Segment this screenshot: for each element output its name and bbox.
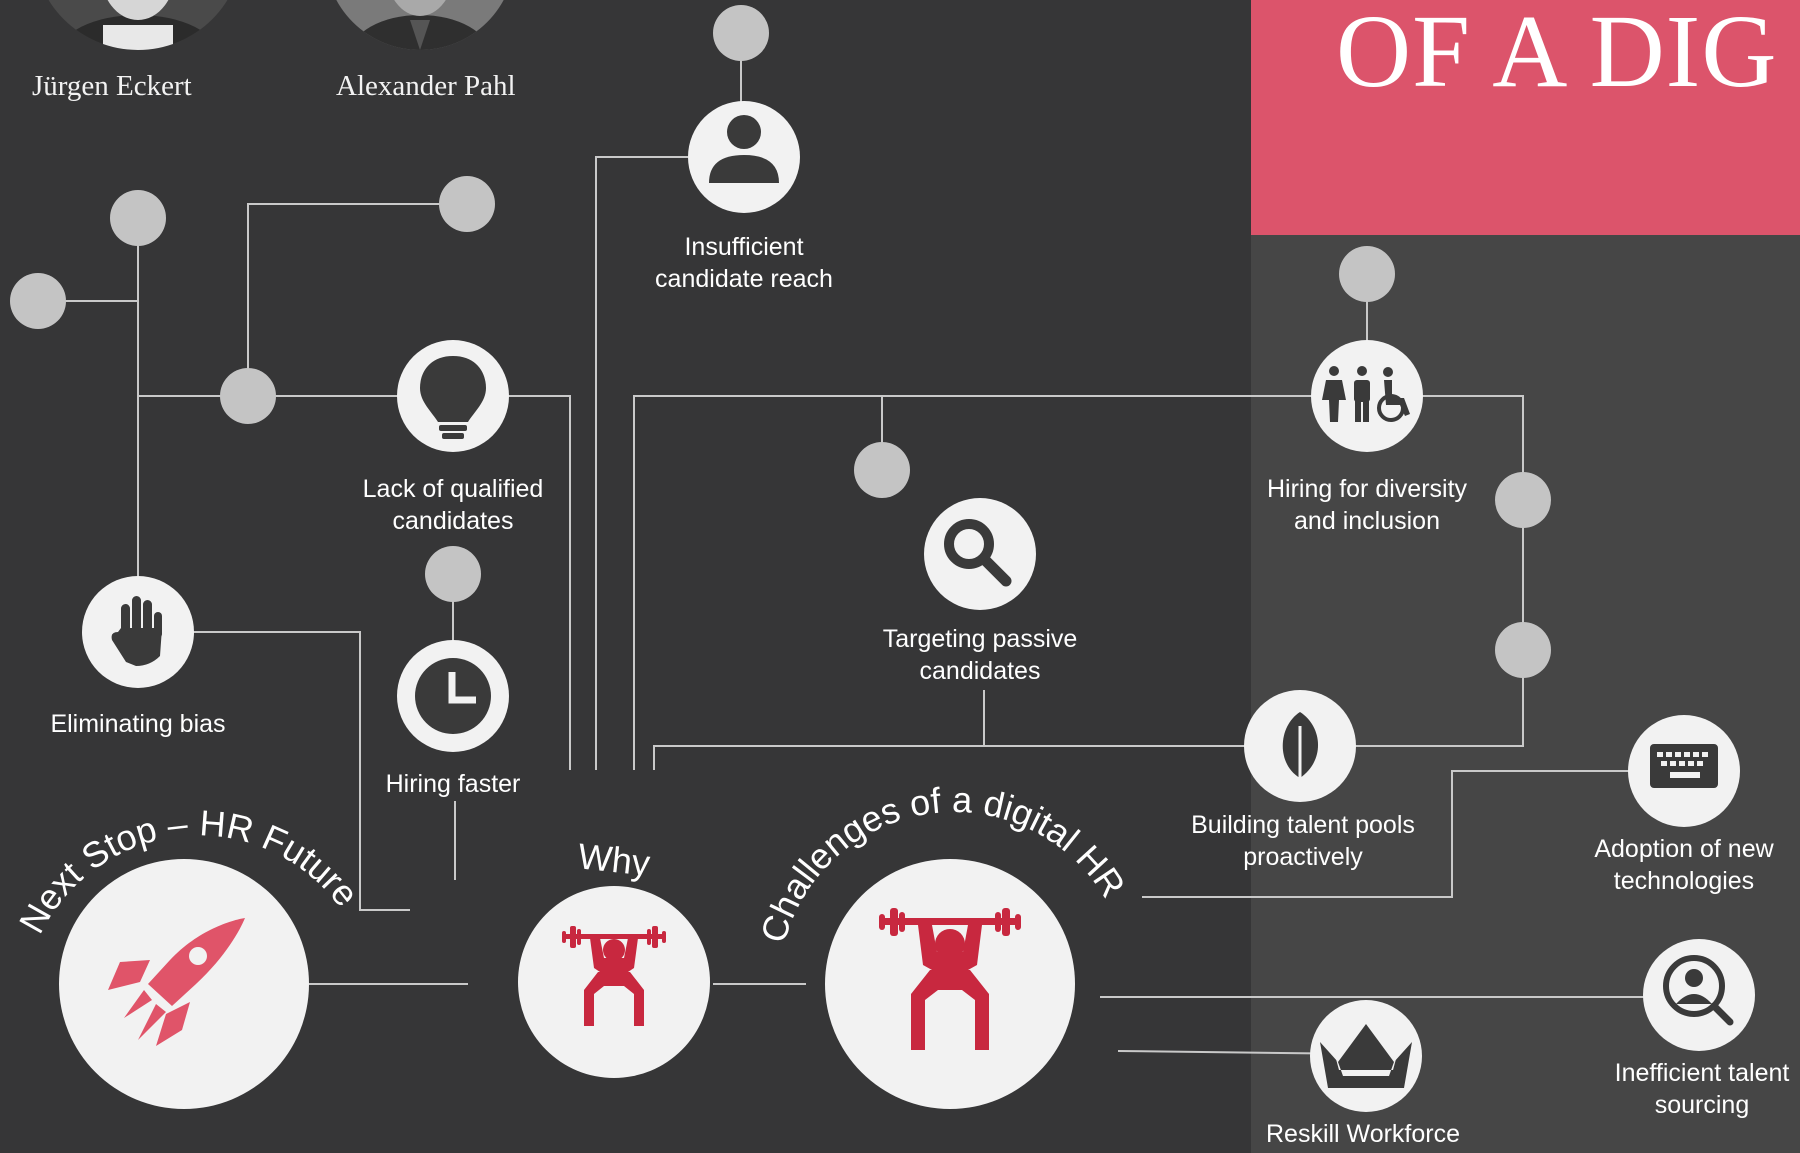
label-talent-pools: Building talent pools proactively bbox=[1191, 809, 1415, 873]
label-line: Eliminating bias bbox=[50, 710, 226, 738]
label-line: Targeting passive bbox=[882, 625, 1078, 653]
connector-dot bbox=[1495, 622, 1551, 678]
connector-dot bbox=[1339, 246, 1395, 302]
label-inefficient-sourcing: Inefficient talent sourcing bbox=[1615, 1057, 1790, 1121]
node-targeting-passive[interactable] bbox=[924, 498, 1036, 610]
label-line: Hiring for diversity bbox=[1266, 475, 1468, 503]
title-text: OF A DIG bbox=[1336, 0, 1778, 109]
connector-dot bbox=[425, 546, 481, 602]
person-icon bbox=[709, 115, 779, 183]
crown-icon bbox=[1320, 1024, 1412, 1088]
label-line: candidates bbox=[919, 657, 1041, 685]
magnifier-icon bbox=[944, 519, 1012, 587]
title-banner: OF A DIG bbox=[1251, 0, 1800, 235]
author-name-2: Alexander Pahl bbox=[336, 70, 516, 102]
label-hiring-faster: Hiring faster bbox=[386, 768, 521, 800]
lightbulb-icon bbox=[420, 356, 486, 439]
connector-dot bbox=[220, 368, 276, 424]
label-line: and inclusion bbox=[1294, 507, 1440, 535]
label-lack-qualified: Lack of qualified candidates bbox=[363, 473, 544, 537]
clock-icon bbox=[415, 658, 491, 734]
keyboard-icon bbox=[1650, 744, 1718, 788]
people-diversity-icon bbox=[1322, 366, 1410, 422]
connector-dot bbox=[854, 442, 910, 498]
label-targeting-passive: Targeting passive candidates bbox=[883, 623, 1078, 687]
leaf-icon bbox=[1282, 712, 1319, 778]
label-line: Building talent pools bbox=[1191, 811, 1415, 839]
connector-dot bbox=[1495, 472, 1551, 528]
weightlifter-icon bbox=[879, 908, 1021, 1050]
label-line: Adoption of new bbox=[1594, 835, 1774, 863]
hand-icon bbox=[111, 596, 162, 666]
label-adoption-tech: Adoption of new technologies bbox=[1594, 833, 1773, 897]
author-name-1: Jürgen Eckert bbox=[32, 70, 192, 102]
connector-dot bbox=[110, 190, 166, 246]
rocket-icon bbox=[108, 918, 245, 1046]
label-line: proactively bbox=[1243, 843, 1363, 871]
label-hiring-diversity: Hiring for diversity and inclusion bbox=[1267, 473, 1467, 537]
label-eliminating-bias: Eliminating bias bbox=[50, 708, 225, 740]
label-line: Hiring faster bbox=[385, 770, 521, 798]
label-line: Inefficient talent bbox=[1614, 1059, 1790, 1087]
label-line: candidate reach bbox=[655, 265, 833, 293]
user-search-icon bbox=[1663, 955, 1734, 1026]
label-line: Reskill Workforce bbox=[1265, 1120, 1461, 1148]
connector-dot bbox=[713, 5, 769, 61]
hub-why-title: Why bbox=[576, 835, 652, 883]
label-insufficient-reach: Insufficient candidate reach bbox=[655, 231, 833, 295]
weightlifter-icon bbox=[562, 926, 666, 1026]
connector-dots bbox=[10, 5, 1551, 678]
label-line: Lack of qualified bbox=[362, 475, 544, 503]
label-reskill: Reskill Workforce bbox=[1266, 1118, 1460, 1150]
label-line: sourcing bbox=[1654, 1091, 1750, 1119]
label-line: technologies bbox=[1613, 867, 1755, 895]
label-line: Insufficient bbox=[684, 233, 804, 261]
node-circles bbox=[59, 101, 1755, 1112]
label-line: candidates bbox=[392, 507, 514, 535]
connector-dot bbox=[10, 273, 66, 329]
connector-dot bbox=[439, 176, 495, 232]
